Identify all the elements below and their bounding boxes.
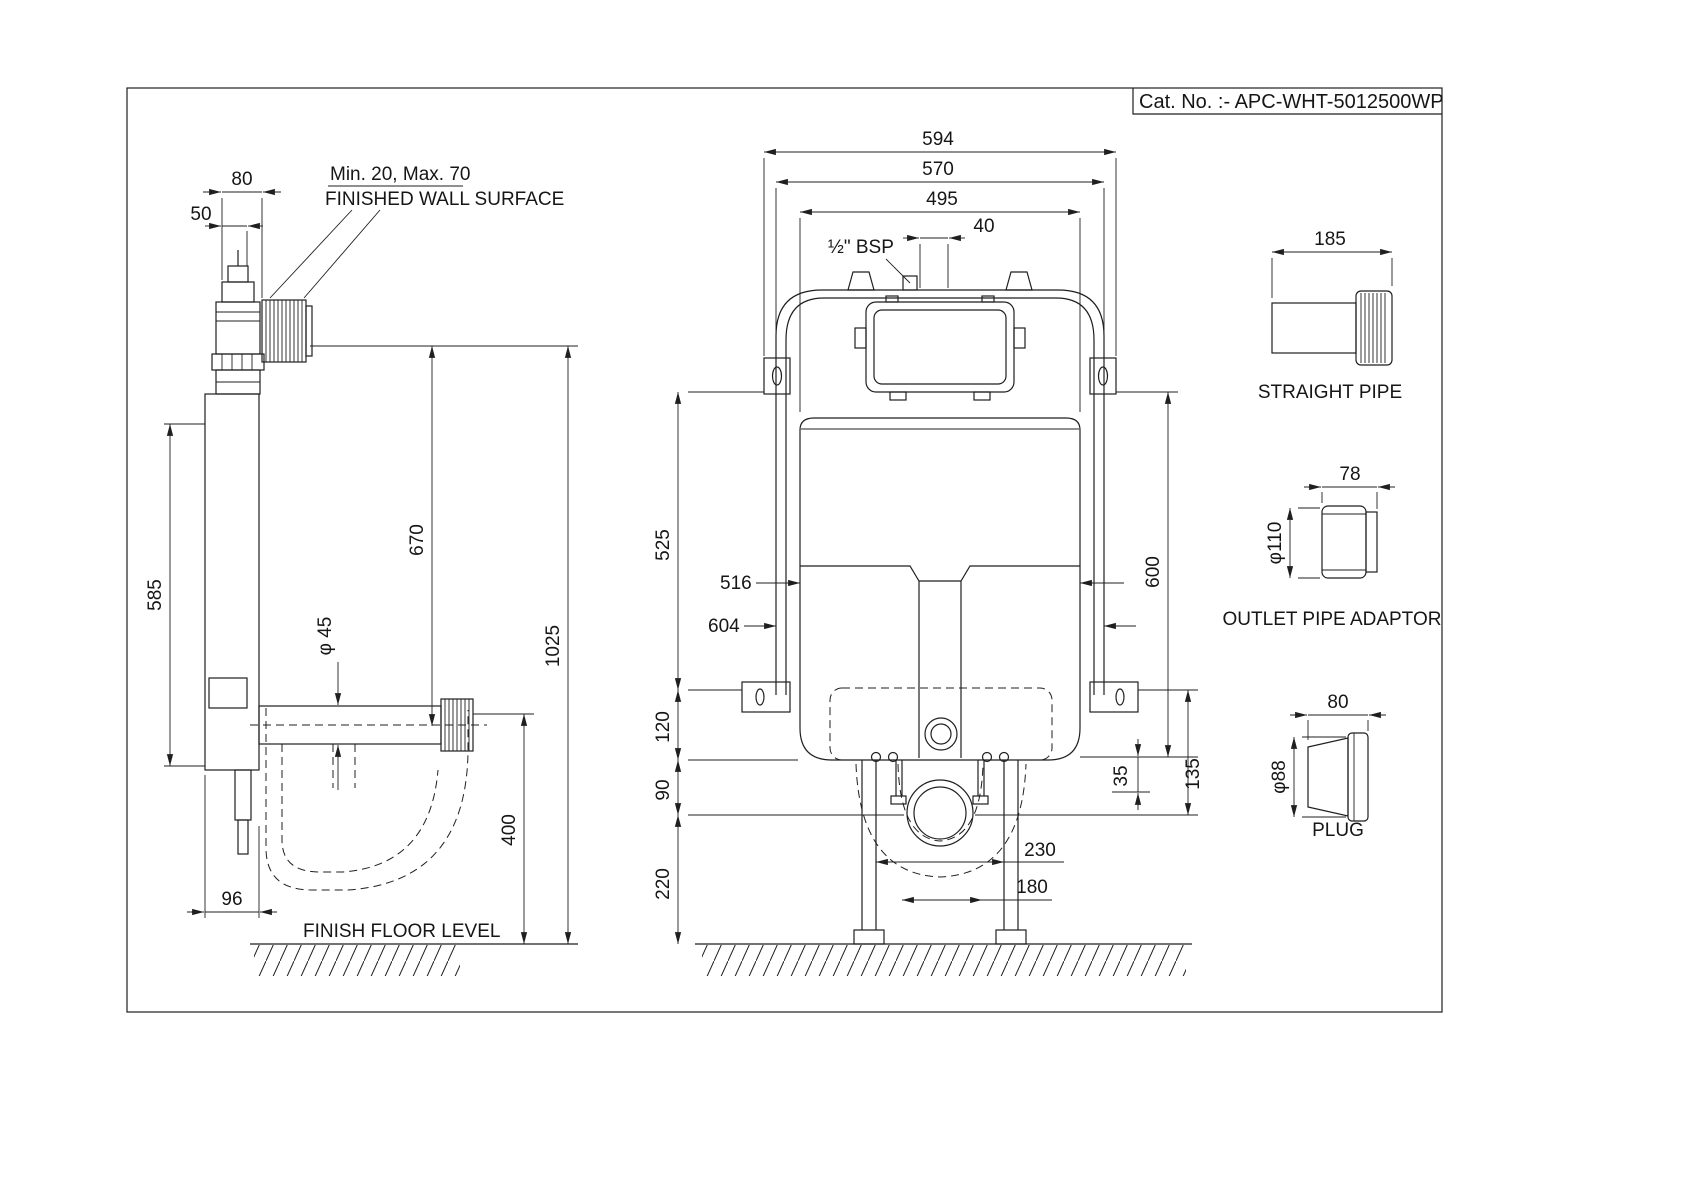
accessory-plug: 80 φ88 PLUG: [1269, 692, 1386, 841]
dim-dia-88: φ88: [1269, 760, 1290, 793]
dim-dia-110: φ110: [1265, 522, 1286, 565]
dim-180: 180: [1016, 877, 1048, 898]
dim-dia-45: φ 45: [315, 617, 336, 656]
drawing-border: [126, 87, 1443, 1013]
straight-pipe-label: STRAIGHT PIPE: [1258, 382, 1402, 403]
dim-230: 230: [1024, 840, 1056, 861]
dim-135: 135: [1183, 758, 1204, 790]
dim-604: 604: [708, 616, 740, 637]
dim-96: 96: [221, 889, 242, 910]
dim-594: 594: [922, 129, 954, 150]
dim-50: 50: [190, 204, 211, 225]
dim-670: 670: [407, 524, 428, 556]
dim-585: 585: [145, 579, 166, 611]
dim-120: 120: [653, 711, 674, 743]
side-view: 80 50 Min. 20, Max. 70 FINISHED WALL SUR…: [145, 164, 578, 944]
dim-40: 40: [973, 216, 994, 237]
dim-185: 185: [1314, 229, 1346, 250]
dim-80: 80: [231, 169, 252, 190]
dim-1025: 1025: [543, 625, 564, 667]
title-block: Cat. No. :- APC-WHT-5012500WP: [1132, 88, 1444, 115]
dim-570: 570: [922, 159, 954, 180]
accessory-outlet-adaptor: 78 φ110 OUTLET PIPE ADAPTOR: [1223, 464, 1442, 630]
half-bsp-label: ½" BSP: [828, 237, 894, 258]
dim-400: 400: [499, 814, 520, 846]
dim-220: 220: [653, 868, 674, 900]
dim-35: 35: [1111, 765, 1132, 786]
dim-78: 78: [1339, 464, 1360, 485]
dim-90: 90: [653, 779, 674, 800]
finish-floor-level-label: FINISH FLOOR LEVEL: [303, 921, 500, 942]
dim-516: 516: [720, 573, 752, 594]
accessory-straight-pipe: 185 STRAIGHT PIPE: [1258, 229, 1402, 403]
finished-wall-note: Min. 20, Max. 70: [330, 164, 470, 185]
catalog-number: Cat. No. :- APC-WHT-5012500WP: [1139, 91, 1444, 113]
floor-hatch-left: [250, 943, 578, 976]
finished-wall-surface-label: FINISHED WALL SURFACE: [325, 189, 564, 210]
dim-80-plug: 80: [1327, 692, 1348, 713]
dim-600: 600: [1143, 556, 1164, 588]
floor-hatch-right: [695, 943, 1192, 976]
outlet-pipe-adaptor-label: OUTLET PIPE ADAPTOR: [1223, 609, 1442, 630]
front-view: 594 570 495 40 ½" BSP 525 120 90 220 516…: [653, 129, 1204, 945]
dim-525: 525: [653, 529, 674, 561]
plug-label: PLUG: [1312, 820, 1364, 841]
dim-495: 495: [926, 189, 958, 210]
